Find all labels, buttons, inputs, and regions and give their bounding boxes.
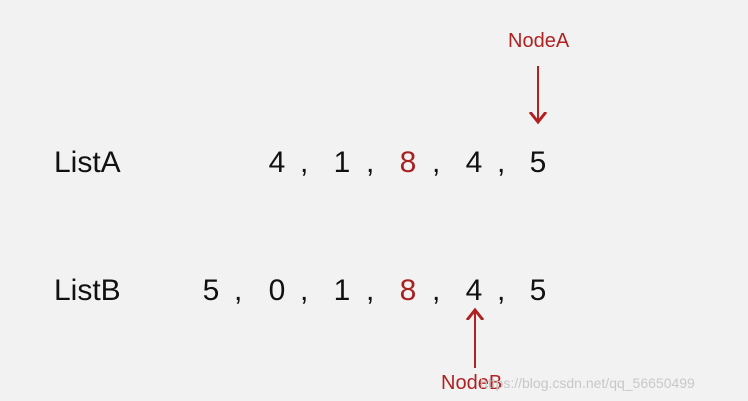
separator: , — [366, 146, 375, 179]
list-b-value: 1 — [333, 274, 351, 307]
separator: , — [234, 274, 243, 307]
separator: , — [300, 274, 309, 307]
watermark-text: https://blog.csdn.net/qq_56650499 — [480, 375, 695, 391]
list-b-label: ListB — [54, 274, 121, 307]
node-a-label: NodeA — [508, 30, 570, 52]
list-a-value: 1 — [333, 146, 351, 179]
node-b-label: NodeB — [441, 372, 503, 394]
list-b-value-node-b: 4 — [465, 274, 483, 307]
list-a-label: ListA — [54, 146, 121, 179]
list-a-value: 4 — [268, 146, 286, 179]
list-a-value-node-a: 5 — [529, 146, 547, 179]
separator: , — [497, 274, 506, 307]
separator: , — [366, 274, 375, 307]
list-b-value-highlight: 8 — [399, 274, 417, 307]
list-b-value: 0 — [268, 274, 286, 307]
list-b-value: 5 — [529, 274, 547, 307]
list-a-value-highlight: 8 — [399, 146, 417, 179]
separator: , — [432, 274, 441, 307]
separator: , — [300, 146, 309, 179]
separator: , — [432, 146, 441, 179]
separator: , — [497, 146, 506, 179]
list-a-value: 4 — [465, 146, 483, 179]
list-b-value: 5 — [202, 274, 220, 307]
